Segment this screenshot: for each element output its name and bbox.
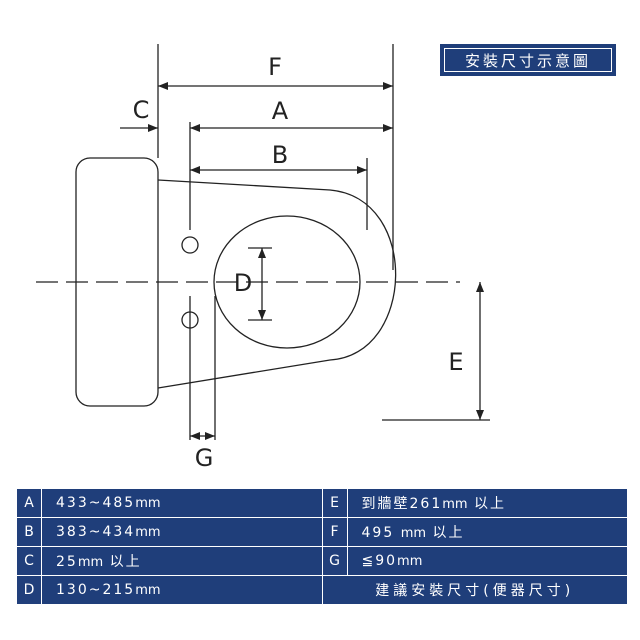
diagram-title-text: 安裝尺寸示意圖 [464, 51, 591, 70]
spec-key: B [16, 517, 42, 547]
diagram-title: 安裝尺寸示意圖 [440, 44, 616, 76]
spec-value: 25mm 以上 [41, 546, 323, 576]
spec-key: F [321, 517, 348, 547]
spec-note: 建議安裝尺寸(便器尺寸) [321, 575, 628, 605]
table-row: C 25mm 以上 G ≦90mm [16, 546, 628, 576]
seat-outline [157, 179, 397, 389]
table-row: A 433~485mm E 到牆壁261mm 以上 [16, 488, 628, 518]
spec-key: D [16, 575, 42, 605]
spec-value: 383~434mm [41, 517, 323, 547]
toilet-seat-diagram [36, 44, 490, 440]
label-G: G [194, 444, 214, 472]
spec-value: 130~215mm [41, 575, 323, 605]
spec-key: A [16, 488, 42, 518]
spec-value: ≦90mm [346, 546, 628, 576]
label-E: E [448, 348, 464, 376]
label-D: D [233, 269, 253, 297]
spec-table: A 433~485mm E 到牆壁261mm 以上 B 383~434mm F … [16, 488, 628, 605]
spec-value: 到牆壁261mm 以上 [346, 488, 628, 518]
label-C: C [132, 96, 150, 124]
spec-value: 433~485mm [41, 488, 323, 518]
table-row: B 383~434mm F 495 mm 以上 [16, 517, 628, 547]
label-A: A [271, 97, 289, 125]
spec-key: G [321, 546, 348, 576]
label-F: F [268, 53, 282, 81]
mount-hole-top [181, 236, 199, 254]
label-B: B [271, 141, 289, 169]
spec-key: C [16, 546, 42, 576]
spec-key: E [321, 488, 348, 518]
seat-opening [213, 215, 361, 349]
table-row: D 130~215mm 建議安裝尺寸(便器尺寸) [16, 575, 628, 605]
spec-value: 495 mm 以上 [346, 517, 628, 547]
